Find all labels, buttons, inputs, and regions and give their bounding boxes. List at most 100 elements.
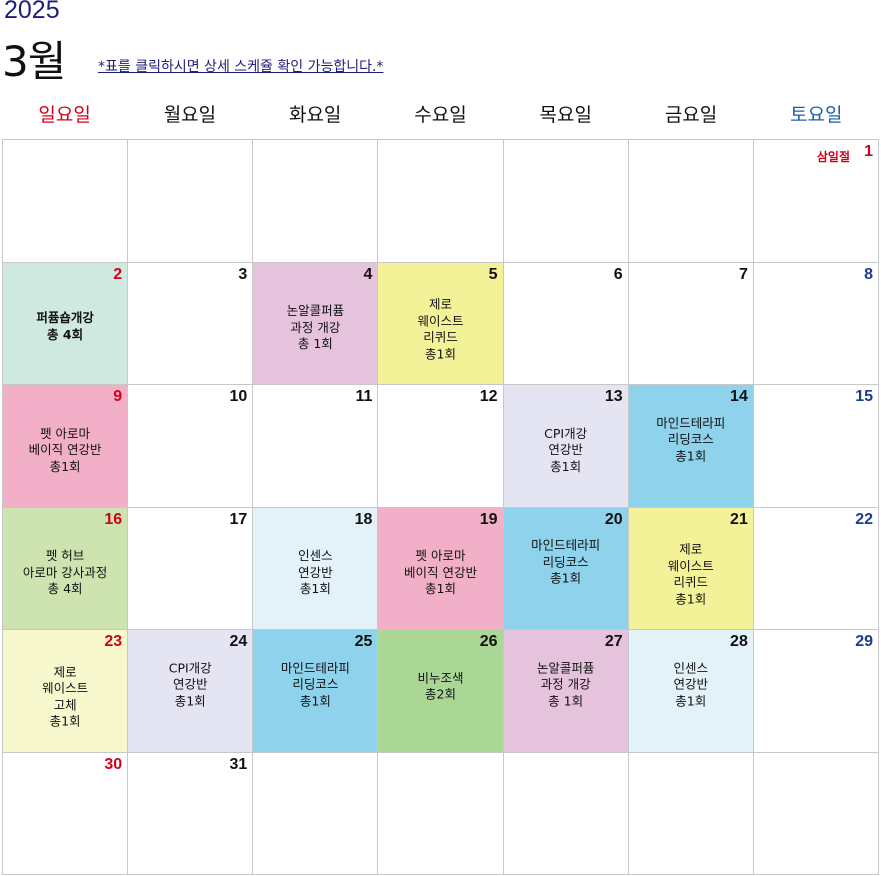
day-number: 19 — [479, 510, 498, 528]
day-number: 10 — [229, 388, 248, 405]
day-number: 27 — [604, 633, 623, 650]
calendar-cell-day-19[interactable]: 19 펫 아로마 베이직 연강반 총1회 — [378, 507, 504, 630]
day-number: 31 — [229, 755, 248, 773]
calendar-cell-day-21[interactable]: 21 제로 웨이스트 리퀴드 총1회 — [628, 507, 754, 630]
calendar-cell-day-27[interactable]: 27 논알콜퍼퓸 과정 개강 총 1회 — [503, 630, 629, 753]
day-number: 12 — [479, 388, 498, 405]
calendar-cell-empty — [628, 140, 754, 263]
event-label: 퍼퓸숍개강 총 4회 — [36, 310, 94, 342]
day-number: 1 — [864, 143, 873, 160]
day-number: 18 — [354, 510, 373, 528]
day-number: 30 — [104, 755, 123, 773]
calendar-cell-day-8[interactable]: 8 — [753, 262, 879, 385]
day-number: 4 — [363, 265, 373, 283]
event-label: 인센스 연강반 총1회 — [673, 660, 709, 709]
calendar-cell-day-12[interactable]: 12 — [378, 385, 504, 508]
weekday-fri: 금요일 — [664, 104, 718, 126]
weekday-thu: 목요일 — [539, 104, 592, 126]
day-number: 6 — [613, 265, 623, 283]
calendar-cell-day-29[interactable]: 29 — [753, 630, 879, 753]
day-number: 22 — [855, 510, 873, 528]
event-label: CPI개강 연강반 총1회 — [544, 425, 588, 474]
weekday-sun: 일요일 — [38, 104, 91, 126]
weekday-header: 일요일 월요일 화요일 수요일 목요일 금요일 토요일 — [2, 100, 879, 127]
day-number: 16 — [104, 510, 123, 528]
day-number: 24 — [229, 633, 248, 650]
year-label: 2025 — [4, 0, 60, 24]
calendar-cell-day-28[interactable]: 28 인센스 연강반 총1회 — [628, 630, 754, 753]
calendar-cell-day-3[interactable]: 3 — [128, 262, 254, 385]
day-number: 8 — [864, 265, 873, 283]
calendar-cell-empty — [503, 752, 629, 875]
event-label: 마인드테라피 리딩코스 총1회 — [280, 660, 350, 709]
calendar-cell-day-22[interactable]: 22 — [753, 507, 879, 630]
event-label: 제로 웨이스트 고체 총1회 — [42, 664, 89, 729]
calendar-cell-day-6[interactable]: 6 — [503, 262, 629, 385]
event-label: CPI개강 연강반 총1회 — [168, 660, 212, 709]
event-label: 인센스 연강반 총1회 — [298, 548, 333, 597]
day-number: 20 — [604, 510, 623, 528]
event-label: 펫 허브 아로마 강사과정 총 4회 — [22, 548, 108, 597]
calendar-cell-day-24[interactable]: 24 CPI개강 연강반 총1회 — [128, 630, 254, 753]
calendar-cell-empty — [253, 752, 379, 875]
day-number: 28 — [730, 633, 748, 650]
calendar-cell-day-20[interactable]: 20 마인드테라피 리딩코스 총1회 — [503, 507, 629, 630]
calendar-cell-day-23[interactable]: 23 제로 웨이스트 고체 총1회 — [3, 630, 129, 753]
calendar-cell-day-11[interactable]: 11 — [253, 385, 379, 508]
event-label: 펫 아로마 베이직 연강반 총1회 — [28, 425, 102, 474]
calendar-cell-empty — [378, 752, 504, 875]
calendar-cell-day-9[interactable]: 9 펫 아로마 베이직 연강반 총1회 — [3, 385, 129, 508]
calendar-grid: 삼일절 1 2 퍼퓸숍개강 총 4회 3 4 논알콜퍼퓸 과정 개강 총 1회 … — [2, 139, 879, 875]
calendar-cell-day-25[interactable]: 25 마인드테라피 리딩코스 총1회 — [253, 630, 379, 753]
calendar-cell-day-10[interactable]: 10 — [128, 385, 254, 508]
event-label: 논알콜퍼퓸 과정 개강 총 1회 — [286, 303, 345, 352]
weekday-sat: 토요일 — [790, 104, 843, 126]
day-number: 11 — [355, 388, 373, 405]
calendar-cell-empty — [253, 140, 379, 263]
day-number: 26 — [479, 633, 498, 650]
day-number: 15 — [855, 388, 873, 405]
month-title: 3월 — [2, 37, 66, 86]
day-number: 23 — [104, 633, 123, 650]
calendar-cell-day-14[interactable]: 14 마인드테라피 리딩코스 총1회 — [628, 385, 754, 508]
day-number: 14 — [730, 388, 748, 405]
weekday-wed: 수요일 — [414, 104, 467, 126]
calendar-cell-day-30[interactable]: 30 — [3, 752, 129, 875]
calendar-cell-day-7[interactable]: 7 — [628, 262, 754, 385]
calendar-cell-day-26[interactable]: 26 비누조색 총2회 — [378, 630, 504, 753]
calendar-cell-day-4[interactable]: 4 논알콜퍼퓸 과정 개강 총 1회 — [253, 262, 379, 385]
calendar-cell-day-18[interactable]: 18 인센스 연강반 총1회 — [253, 507, 379, 630]
calendar-cell-empty — [628, 752, 754, 875]
event-label: 제로 웨이스트 리퀴드 총1회 — [417, 296, 464, 362]
day-number: 25 — [354, 633, 373, 650]
day-number: 17 — [229, 510, 248, 528]
calendar-cell-day-15[interactable]: 15 — [753, 385, 879, 508]
day-number: 2 — [113, 265, 123, 283]
calendar-cell-day-13[interactable]: 13 CPI개강 연강반 총1회 — [503, 385, 629, 508]
schedule-detail-link[interactable]: *표를 클릭하시면 상세 스케쥴 확인 가능합니다.* — [98, 59, 384, 75]
day-number: 7 — [738, 265, 748, 283]
calendar-cell-day-5[interactable]: 5 제로 웨이스트 리퀴드 총1회 — [378, 262, 504, 385]
event-label: 비누조색 총2회 — [417, 670, 464, 702]
day-number: 3 — [238, 265, 248, 283]
event-label: 제로 웨이스트 리퀴드 총1회 — [667, 541, 714, 607]
day-number: 9 — [113, 388, 123, 405]
day-number: 29 — [855, 633, 873, 650]
day-number: 13 — [604, 388, 623, 405]
calendar-cell-day-1[interactable]: 삼일절 1 — [753, 140, 879, 263]
calendar-cell-empty — [128, 140, 254, 263]
weekday-mon: 월요일 — [163, 104, 217, 126]
calendar-cell-day-31[interactable]: 31 — [128, 752, 254, 875]
calendar-cell-empty — [3, 140, 129, 263]
calendar-cell-day-16[interactable]: 16 펫 허브 아로마 강사과정 총 4회 — [3, 507, 129, 630]
weekday-tue: 화요일 — [288, 104, 342, 126]
event-label: 마인드테라피 리딩코스 총1회 — [656, 415, 726, 464]
day-number: 5 — [488, 265, 498, 283]
event-label: 마인드테라피 리딩코스 총1회 — [531, 537, 601, 586]
calendar-cell-empty — [378, 140, 504, 263]
event-label: 논알콜퍼퓸 과정 개강 총 1회 — [536, 660, 595, 709]
calendar-cell-day-17[interactable]: 17 — [128, 507, 254, 630]
calendar-cell-day-2[interactable]: 2 퍼퓸숍개강 총 4회 — [3, 262, 129, 385]
holiday-label: 삼일절 — [816, 150, 850, 164]
day-number: 21 — [730, 510, 748, 528]
